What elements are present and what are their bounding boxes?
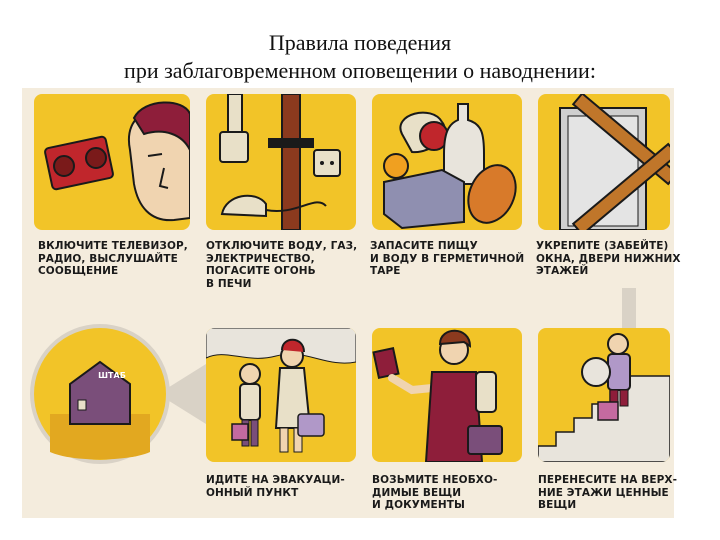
evacuation-illustration: [206, 328, 356, 453]
man-icon: [607, 333, 629, 355]
step-6-caption: ВОЗЬМИТЕ НЕОБХО- ДИМЫЕ ВЕЩИ И ДОКУМЕНТЫ: [372, 474, 498, 511]
bottle-icon: [443, 103, 485, 185]
bag-icon: [597, 401, 619, 421]
hq-label: ШТАБ: [98, 371, 126, 380]
page-subtitle: при заблаговременном оповещении о наводн…: [124, 58, 596, 83]
speaker-icon: [53, 155, 75, 177]
food-illustration: [383, 103, 517, 230]
panel-documents: [372, 328, 522, 462]
door-illustration: [559, 94, 670, 230]
hq-circle: [30, 324, 206, 464]
bag-icon: [467, 425, 503, 455]
cord-icon: [265, 201, 327, 213]
page-title: Правила поведения: [268, 30, 452, 55]
panel-radio: [34, 94, 190, 230]
instruction-poster: ВКЛЮЧИТЕ ТЕЛЕВИЗОР, РАДИО, ВЫСЛУШАЙТЕ СО…: [22, 88, 681, 518]
socket-icon: [313, 149, 341, 177]
radio-illustration: [44, 101, 190, 222]
passport-icon: [372, 347, 400, 379]
valve-icon: [268, 138, 314, 148]
step-3-caption: ЗАПАСИТЕ ПИЩУ И ВОДУ В ГЕРМЕТИЧНОЙ ТАРЕ: [370, 240, 525, 277]
panel-stairs: [538, 328, 670, 462]
documents-illustration: [372, 329, 503, 462]
clouds-icon: [206, 328, 356, 364]
bundle-icon: [581, 357, 611, 387]
child-icon: [239, 363, 261, 385]
iron-icon: [220, 194, 267, 218]
panel-utilities: [206, 94, 356, 230]
suitcase-icon: [297, 413, 325, 437]
bread-icon: [467, 164, 517, 224]
step-1-caption: ВКЛЮЧИТЕ ТЕЛЕВИЗОР, РАДИО, ВЫСЛУШАЙТЕ СО…: [38, 240, 188, 277]
arrow-left-icon: [158, 364, 206, 424]
panel-food: [372, 94, 522, 230]
step-7-caption: ИДИТЕ НА ЭВАКУАЦИ- ОННЫЙ ПУНКТ: [206, 474, 345, 499]
bag-icon: [231, 423, 249, 441]
orange-icon: [383, 153, 409, 179]
backpack-icon: [475, 371, 497, 413]
switch-icon: [219, 131, 249, 163]
step-5-caption: ПЕРЕНЕСИТЕ НА ВЕРХ- НИЕ ЭТАЖИ ЦЕННЫЕ ВЕЩ…: [538, 474, 678, 511]
panel-evacuation: [206, 328, 356, 462]
speaker-icon: [85, 147, 107, 169]
stairs-illustration: [538, 333, 670, 462]
plank-icon: [571, 142, 670, 230]
box-icon: [383, 168, 465, 230]
panel-door: [538, 94, 670, 230]
hair-icon: [132, 101, 190, 151]
step-4-caption: УКРЕПИТЕ (ЗАБЕЙТЕ) ОКНА, ДВЕРИ НИЖНИХ ЭТ…: [536, 240, 681, 277]
step-2-caption: ОТКЛЮЧИТЕ ВОДУ, ГАЗ, ЭЛЕКТРИЧЕСТВО, ПОГА…: [206, 240, 358, 290]
pipe-icon: [281, 94, 301, 230]
utilities-illustration: [219, 94, 341, 230]
